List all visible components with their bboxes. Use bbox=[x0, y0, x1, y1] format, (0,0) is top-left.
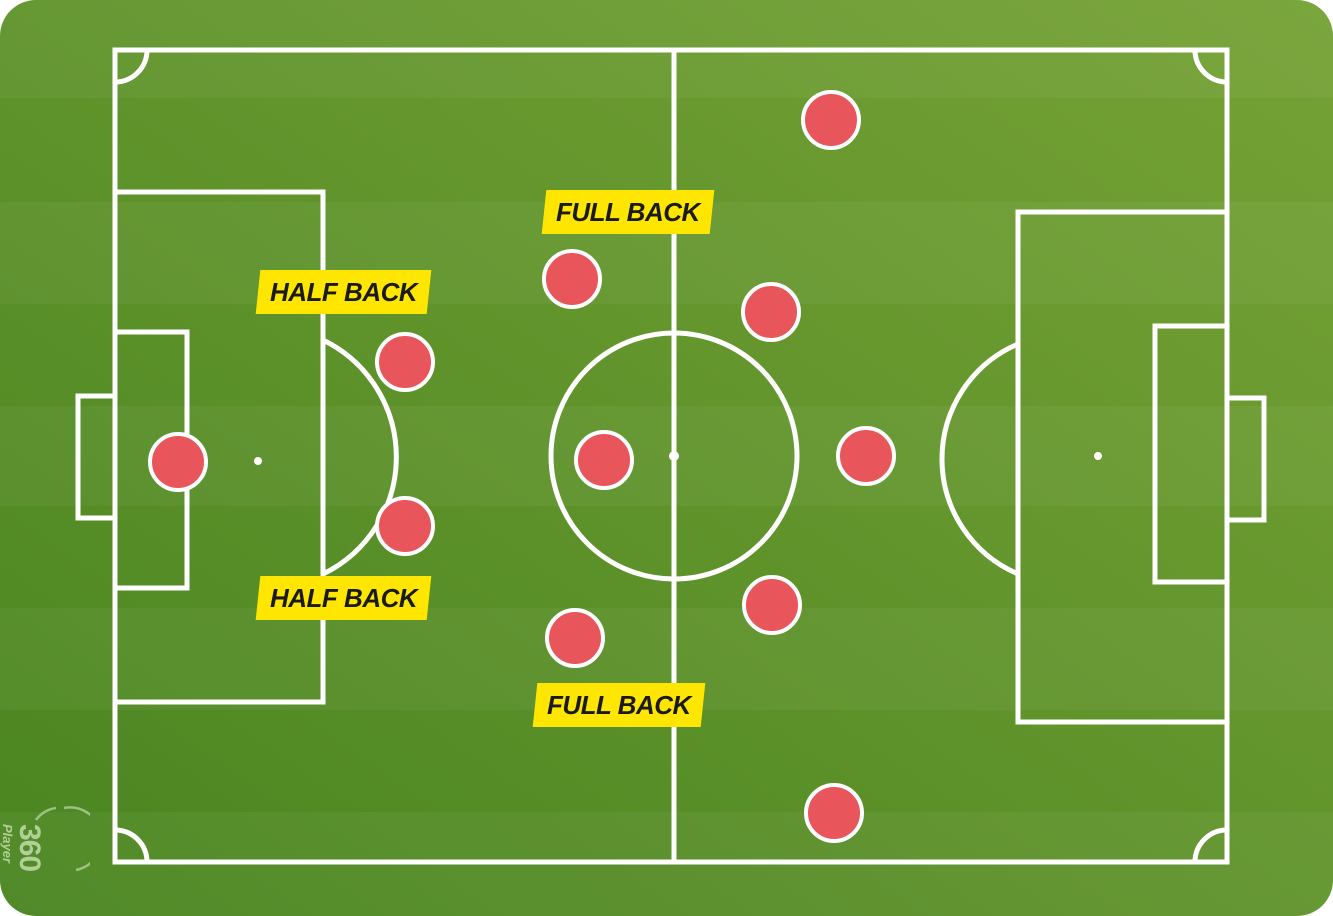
player-marker-full-back-bottom bbox=[545, 608, 605, 668]
left-goal bbox=[75, 393, 118, 521]
player-marker-half-back-bottom bbox=[375, 496, 435, 556]
right-goal bbox=[1224, 395, 1267, 523]
player-marker-full-back-top bbox=[542, 249, 602, 309]
full-back-label-top: FULL BACK bbox=[541, 190, 715, 234]
player-marker-player bbox=[741, 282, 801, 342]
center-spot bbox=[669, 451, 679, 461]
right-penalty-spot bbox=[1094, 452, 1102, 460]
half-back-label-bottom: HALF BACK bbox=[255, 576, 432, 620]
player-marker-half-back-top bbox=[375, 332, 435, 392]
brand-logo: 360 Player bbox=[0, 800, 90, 892]
full-back-label-bottom: FULL BACK bbox=[532, 683, 706, 727]
player-marker-player bbox=[804, 783, 864, 843]
right-penalty-arc bbox=[939, 341, 1019, 577]
left-penalty-arc bbox=[321, 337, 399, 577]
player-marker-player bbox=[801, 90, 861, 150]
corner-arc-bottom-left bbox=[114, 827, 150, 863]
players bbox=[148, 90, 896, 843]
corner-arc-top-right bbox=[1192, 49, 1228, 85]
player-marker-player bbox=[836, 426, 896, 486]
pitch-spots bbox=[254, 451, 1102, 465]
half-back-label-top: HALF BACK bbox=[255, 270, 432, 314]
corner-arc-bottom-right bbox=[1192, 827, 1228, 863]
center-circle bbox=[548, 330, 800, 582]
player-marker-goalkeeper bbox=[148, 432, 208, 492]
brand-logo-text: 360 Player bbox=[0, 824, 46, 872]
left-penalty-spot bbox=[254, 457, 262, 465]
player-marker-player bbox=[742, 575, 802, 635]
player-marker-center bbox=[574, 430, 634, 490]
corner-arc-top-left bbox=[114, 49, 150, 85]
